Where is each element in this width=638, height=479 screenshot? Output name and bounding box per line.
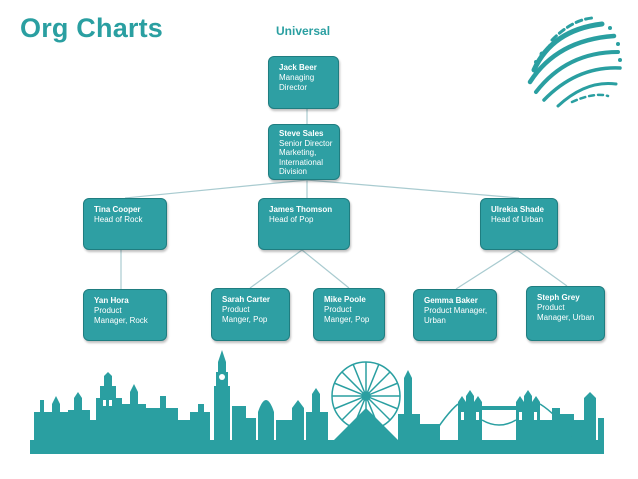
london-eye-icon (332, 362, 400, 430)
